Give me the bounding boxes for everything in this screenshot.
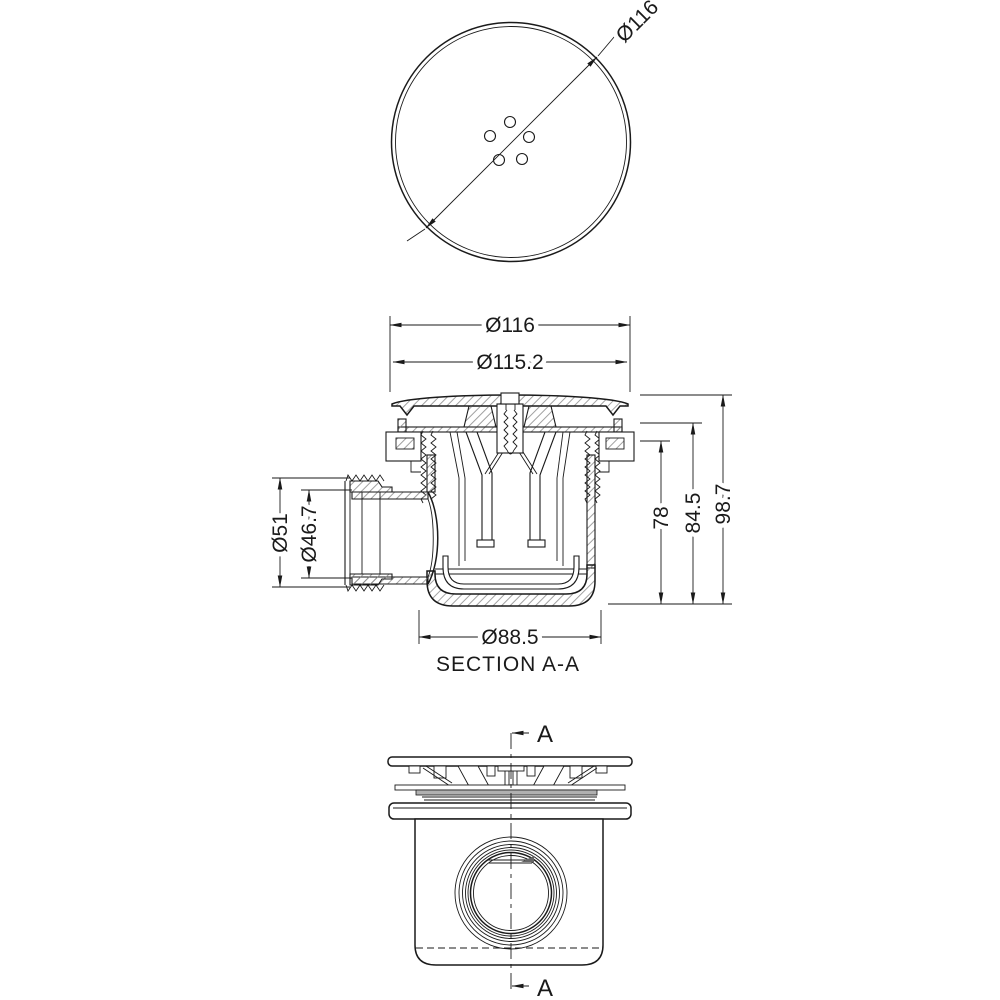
top-view: Ø116 <box>390 0 668 263</box>
collar-thread-bottom <box>345 584 385 593</box>
clamp-leg <box>518 451 534 475</box>
mid-plate <box>394 784 626 791</box>
cover-plate-side <box>387 756 633 767</box>
body-bulge-outer <box>427 491 439 585</box>
screw-tip <box>506 449 515 455</box>
funnel-wall-left <box>465 431 493 541</box>
gasket-ring <box>415 789 598 796</box>
top-view-diameter-label: Ø116 <box>612 0 663 47</box>
cover-bracket <box>425 765 453 784</box>
basket-hanger <box>562 431 571 479</box>
diameter-dimension-line <box>425 56 598 229</box>
clamp-step-left <box>410 461 421 473</box>
diameter-leader-tail <box>406 228 426 242</box>
cover-lug <box>526 765 536 777</box>
cover-bracket <box>422 767 451 787</box>
cover-lug <box>408 765 421 774</box>
flange-tab-left <box>397 418 407 433</box>
funnel-foot-right <box>527 539 546 548</box>
cover-outer-circle <box>390 21 632 263</box>
clamp-nut-right <box>605 437 625 450</box>
clamp-leg <box>522 451 538 475</box>
screw-thread-right <box>512 409 518 451</box>
collar-flange-bottom <box>349 573 393 586</box>
dim-outlet-od-label: Ø51 <box>269 513 292 553</box>
collar-thread-top <box>345 473 385 482</box>
strainer-hole <box>522 130 536 144</box>
basket-hanger <box>449 431 460 479</box>
cover-lug <box>595 765 608 774</box>
thread-column-right-inner <box>584 430 591 504</box>
dim-height-mid-label: 84.5 <box>682 493 705 534</box>
flange-tab-right <box>613 418 623 433</box>
cover-bracket <box>569 767 598 787</box>
stem-sleeve <box>496 403 524 454</box>
strainer-hole <box>483 129 497 143</box>
funnel-wall-right <box>529 431 557 541</box>
inner-cup-section <box>442 555 580 590</box>
cover-lug <box>486 765 496 777</box>
dim-cover-diameter-label: Ø115.2 <box>476 351 543 374</box>
cover-lug <box>569 765 583 779</box>
basket-hanger <box>556 431 564 479</box>
dim-height-inner-label: 78 <box>650 506 673 529</box>
body-wall-left <box>426 454 436 493</box>
thread-column-right-outer <box>594 430 601 504</box>
stem-head <box>500 392 520 405</box>
clamp-step-right <box>599 461 610 473</box>
cut-label-bottom: A <box>537 975 553 1000</box>
cover-lug <box>433 765 447 779</box>
clamp-leg <box>488 451 504 475</box>
screw-thread-left <box>503 409 509 451</box>
bore-wedge <box>521 856 534 862</box>
strainer-hole <box>515 152 529 166</box>
clamp-leg <box>484 451 500 475</box>
flange-side <box>388 802 632 820</box>
clamp-nut-left <box>395 437 415 450</box>
dim-height-total-label: 98.7 <box>712 484 735 525</box>
basket-hanger <box>456 431 466 479</box>
body-side <box>414 818 604 966</box>
strainer-hole <box>503 115 517 129</box>
front-view: A A <box>387 717 633 1000</box>
collar-flange-top <box>349 480 393 493</box>
section-label: SECTION A-A <box>436 653 580 676</box>
section-view: Ø116 Ø115.2 <box>265 310 740 681</box>
thread-column-left-inner <box>430 430 437 504</box>
socket-bore <box>469 851 553 935</box>
diameter-leader-tail <box>597 29 621 57</box>
cover-inner-circle <box>395 26 627 258</box>
funnel-foot-left <box>476 539 495 548</box>
dim-outer-diameter-label: Ø116 <box>485 314 535 337</box>
dim-base-diameter-label: Ø88.5 <box>481 626 538 649</box>
strainer-hole <box>492 153 506 167</box>
body-bulge-inner <box>427 498 434 578</box>
cover-bracket <box>567 765 595 784</box>
cover-support-right <box>523 405 557 428</box>
cut-label-top: A <box>537 721 553 748</box>
body-base-section <box>426 564 596 607</box>
outlet-pipe-top-wall <box>351 491 429 500</box>
cover-support-left <box>463 405 497 428</box>
dim-outlet-bore-label: Ø46.7 <box>298 505 321 562</box>
